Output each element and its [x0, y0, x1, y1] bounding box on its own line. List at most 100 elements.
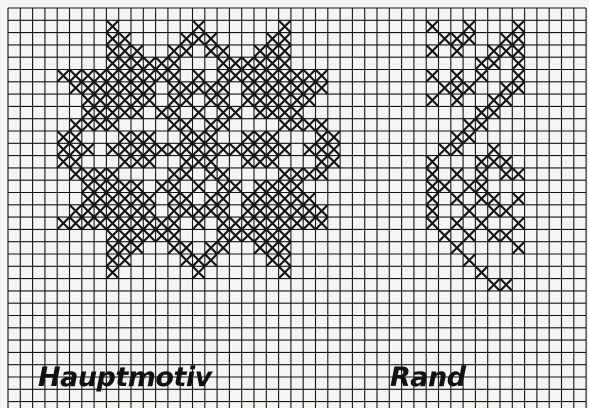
- rand-stitch: [427, 157, 437, 167]
- hauptmotiv-stitch: [231, 218, 241, 228]
- hauptmotiv-stitch: [304, 95, 314, 105]
- rand-stitch: [452, 132, 462, 142]
- hauptmotiv-stitch: [71, 120, 81, 130]
- hauptmotiv-stitch: [218, 58, 228, 68]
- rand-stitch: [464, 83, 474, 93]
- hauptmotiv-stitch: [169, 243, 179, 253]
- hauptmotiv-stitch: [108, 58, 118, 68]
- hauptmotiv-stitch: [120, 108, 130, 118]
- hauptmotiv-stitch: [243, 83, 253, 93]
- rand-stitch: [501, 169, 511, 179]
- hauptmotiv-stitch: [83, 181, 93, 191]
- hauptmotiv-stitch: [304, 194, 314, 204]
- hauptmotiv-stitch: [132, 108, 142, 118]
- hauptmotiv-stitch: [280, 218, 290, 228]
- hauptmotiv-stitch: [292, 108, 302, 118]
- hauptmotiv-stitch: [181, 255, 191, 265]
- hauptmotiv-stitch: [280, 194, 290, 204]
- hauptmotiv-stitch: [255, 243, 265, 253]
- rand-stitch: [477, 157, 487, 167]
- hauptmotiv-stitch: [58, 71, 68, 81]
- hauptmotiv-stitch: [194, 71, 204, 81]
- hauptmotiv-stitch: [71, 169, 81, 179]
- rand-stitch: [452, 194, 462, 204]
- rand-stitch: [501, 280, 511, 290]
- hauptmotiv-stitch: [280, 46, 290, 56]
- hauptmotiv-stitch: [280, 169, 290, 179]
- hauptmotiv-stitch: [108, 120, 118, 130]
- hauptmotiv-stitch: [157, 71, 167, 81]
- hauptmotiv-stitch: [280, 231, 290, 241]
- rand-stitch: [464, 120, 474, 130]
- rand-stitch: [464, 34, 474, 44]
- rand-stitch: [489, 108, 499, 118]
- hauptmotiv-stitch: [83, 95, 93, 105]
- hauptmotiv-stitch: [304, 71, 314, 81]
- hauptmotiv-stitch: [231, 108, 241, 118]
- rand-stitch: [464, 132, 474, 142]
- hauptmotiv-stitch: [95, 194, 105, 204]
- hauptmotiv-stitch: [268, 255, 278, 265]
- hauptmotiv-stitch: [255, 206, 265, 216]
- hauptmotiv-stitch: [317, 218, 327, 228]
- hauptmotiv-stitch: [280, 120, 290, 130]
- hauptmotiv-stitch: [218, 120, 228, 130]
- hauptmotiv-stitch: [243, 58, 253, 68]
- hauptmotiv-stitch: [243, 145, 253, 155]
- hauptmotiv-stitch: [268, 157, 278, 167]
- rand-stitch: [477, 218, 487, 228]
- hauptmotiv-stitch: [145, 71, 155, 81]
- hauptmotiv-stitch: [169, 120, 179, 130]
- hauptmotiv-stitch: [157, 218, 167, 228]
- hauptmotiv-stitch: [255, 157, 265, 167]
- hauptmotiv-stitch: [268, 181, 278, 191]
- hauptmotiv-stitch: [71, 145, 81, 155]
- hauptmotiv-stitch: [268, 243, 278, 253]
- hauptmotiv-stitch: [194, 255, 204, 265]
- hauptmotiv-stitch: [132, 194, 142, 204]
- rand-stitch: [514, 22, 524, 32]
- hauptmotiv-stitch: [255, 83, 265, 93]
- hauptmotiv-stitch: [194, 206, 204, 216]
- hauptmotiv-stitch: [268, 108, 278, 118]
- hauptmotiv-stitch: [83, 120, 93, 130]
- hauptmotiv-stitch: [120, 145, 130, 155]
- rand-stitch: [427, 181, 437, 191]
- hauptmotiv-stitch: [231, 71, 241, 81]
- rand-stitch: [501, 231, 511, 241]
- hauptmotiv-stitch: [181, 169, 191, 179]
- hauptmotiv-stitch: [329, 157, 339, 167]
- rand-stitch: [452, 243, 462, 253]
- hauptmotiv-stitch: [280, 268, 290, 278]
- hauptmotiv-stitch: [280, 243, 290, 253]
- hauptmotiv-stitch: [268, 132, 278, 142]
- rand-stitch: [452, 46, 462, 56]
- hauptmotiv-stitch: [169, 83, 179, 93]
- hauptmotiv-stitch: [304, 218, 314, 228]
- hauptmotiv-stitch: [169, 145, 179, 155]
- rand-stitch: [464, 231, 474, 241]
- rand-stitch: [464, 22, 474, 32]
- rand-stitch: [427, 218, 437, 228]
- hauptmotiv-stitch: [255, 181, 265, 191]
- hauptmotiv-stitch: [255, 218, 265, 228]
- hauptmotiv-stitch: [280, 108, 290, 118]
- hauptmotiv-stitch: [95, 83, 105, 93]
- hauptmotiv-stitch: [206, 243, 216, 253]
- hauptmotiv-stitch: [292, 120, 302, 130]
- hauptmotiv-stitch: [206, 255, 216, 265]
- hauptmotiv-stitch: [218, 71, 228, 81]
- hauptmotiv-stitch: [108, 218, 118, 228]
- hauptmotiv-stitch: [181, 194, 191, 204]
- rand-stitch: [440, 34, 450, 44]
- hauptmotiv-stitch: [58, 132, 68, 142]
- hauptmotiv-stitch: [181, 132, 191, 142]
- hauptmotiv-stitch: [145, 206, 155, 216]
- rand-stitch: [440, 145, 450, 155]
- rand-stitch: [477, 268, 487, 278]
- rand-stitch: [427, 46, 437, 56]
- hauptmotiv-caption: Hauptmotiv: [38, 364, 212, 391]
- rand-stitch: [452, 95, 462, 105]
- hauptmotiv-stitch: [255, 132, 265, 142]
